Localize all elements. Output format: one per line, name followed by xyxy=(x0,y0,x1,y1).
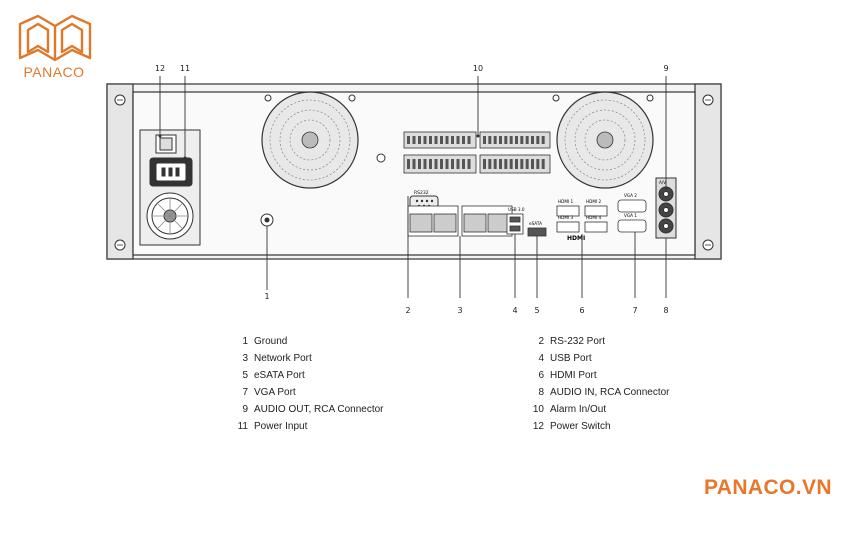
hdmi4-text: HDMI 4 xyxy=(586,215,602,220)
terminal-pin xyxy=(456,159,460,169)
terminal-pin xyxy=(483,159,486,169)
callout-8: 8 xyxy=(663,306,668,315)
terminal-pin xyxy=(509,136,513,144)
terminal-pin xyxy=(493,159,497,169)
esata-port xyxy=(527,227,547,237)
terminal-pin xyxy=(536,136,540,144)
terminal-pin xyxy=(429,136,432,144)
terminal-pin xyxy=(525,136,529,144)
hdmi3-text: HDMI 3 xyxy=(558,215,574,220)
terminal-pin xyxy=(423,136,427,144)
terminal-pin xyxy=(451,136,454,144)
terminal-pin xyxy=(525,159,529,169)
terminal-pin xyxy=(412,159,416,169)
terminal-pin xyxy=(504,136,508,144)
terminal-pin xyxy=(499,136,502,144)
terminal-pin xyxy=(504,159,508,169)
terminal-pin xyxy=(531,159,534,169)
terminal-pin xyxy=(423,159,427,169)
logo-text: PANACO xyxy=(23,64,85,80)
terminal-pin xyxy=(483,136,486,144)
vga-ports xyxy=(617,199,647,233)
terminal-pin xyxy=(418,159,421,169)
terminal-pin xyxy=(407,159,410,169)
audio-rca-panel xyxy=(655,177,677,239)
callout-7: 7 xyxy=(632,306,637,315)
hdmi-ports xyxy=(556,205,608,233)
callout-2: 2 xyxy=(405,306,410,315)
terminal-pin xyxy=(407,136,410,144)
terminal-pin xyxy=(445,159,449,169)
callout-11: 11 xyxy=(180,64,190,73)
terminal-pin xyxy=(541,136,545,144)
vga2-text: VGA 2 xyxy=(624,193,637,198)
callout-12: 12 xyxy=(155,64,165,73)
terminal-pin xyxy=(462,159,465,169)
terminal-pin xyxy=(434,159,438,169)
audio-text: A/V xyxy=(659,180,666,185)
terminal-pin xyxy=(467,136,471,144)
terminal-pin xyxy=(429,159,432,169)
terminal-pin xyxy=(531,136,534,144)
rs232-text: RS232 xyxy=(414,190,429,196)
hdmi1-text: HDMI 1 xyxy=(558,199,574,204)
terminal-pin xyxy=(467,159,471,169)
callout-3: 3 xyxy=(457,306,462,315)
right-fan-grille xyxy=(556,91,654,189)
callout-9: 9 xyxy=(663,64,668,73)
terminal-pin xyxy=(509,159,513,169)
terminal-pin xyxy=(536,159,540,169)
terminal-pin xyxy=(440,136,443,144)
callout-1: 1 xyxy=(264,292,269,301)
esata-text: eSATA xyxy=(529,221,542,226)
terminal-pin xyxy=(440,159,443,169)
callout-4: 4 xyxy=(512,306,517,315)
terminal-pin xyxy=(445,136,449,144)
terminal-pin xyxy=(515,136,518,144)
terminal-pin xyxy=(488,136,492,144)
terminal-pin xyxy=(515,159,518,169)
vga1-text: VGA 1 xyxy=(624,213,637,218)
callout-5: 5 xyxy=(534,306,539,315)
terminal-pin xyxy=(451,159,454,169)
callout-10: 10 xyxy=(473,64,483,73)
terminal-pin xyxy=(493,136,497,144)
usb-port xyxy=(506,213,524,235)
terminal-pin xyxy=(541,159,545,169)
book-logo-icon xyxy=(18,14,92,62)
terminal-pin xyxy=(412,136,416,144)
hdmi-logo-text: HDMI xyxy=(567,235,585,242)
network-ports xyxy=(407,205,513,237)
site-url: PANACO.VN xyxy=(703,476,832,499)
terminal-pin xyxy=(418,136,421,144)
callout-lines xyxy=(159,76,667,298)
terminal-pin xyxy=(456,136,460,144)
usb-text: USB 3.0 xyxy=(508,207,525,212)
terminal-pin xyxy=(434,136,438,144)
power-supply xyxy=(139,129,201,246)
terminal-pin xyxy=(462,136,465,144)
terminal-pin xyxy=(520,159,524,169)
terminal-pin xyxy=(499,159,502,169)
left-fan-grille xyxy=(261,91,359,189)
ground-screw xyxy=(260,213,274,227)
callout-6: 6 xyxy=(579,306,584,315)
terminal-pin xyxy=(488,159,492,169)
terminal-pin xyxy=(520,136,524,144)
hdmi2-text: HDMI 2 xyxy=(586,199,602,204)
